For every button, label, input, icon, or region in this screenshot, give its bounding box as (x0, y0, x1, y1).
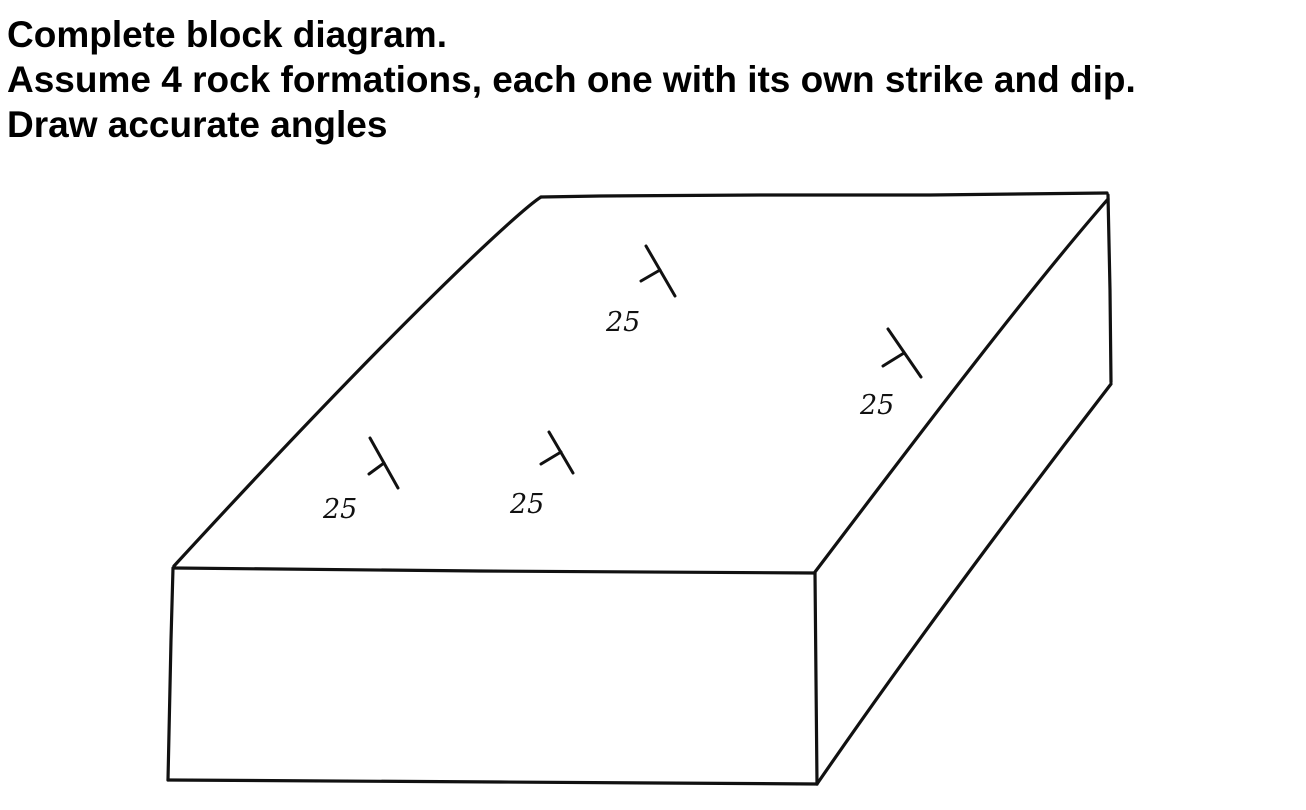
front-bottom-edge (166, 778, 819, 786)
front-right-edge (813, 571, 819, 786)
dip-tick (367, 461, 386, 476)
dip-angle-label: 25 (509, 489, 544, 520)
top-left-edge (172, 195, 543, 568)
instruction-line-2: Assume 4 rock formations, each one with … (7, 59, 1136, 100)
dip-tick (639, 268, 662, 283)
back-right-vertical-edge (1106, 193, 1113, 384)
instruction-line-3: Draw accurate angles (7, 104, 388, 145)
dip-angle-label: 25 (859, 390, 894, 421)
top-right-edge (813, 197, 1110, 574)
right-bottom-edge (815, 382, 1113, 786)
strike-dip-symbol-2: 25 (509, 430, 575, 520)
top-back-edge (539, 191, 1109, 199)
front-left-edge (166, 566, 175, 782)
dip-angle-label: 25 (605, 307, 640, 338)
top-front-edge (172, 566, 817, 575)
dip-tick (539, 450, 563, 466)
right-face (815, 195, 1111, 783)
top-face (173, 195, 1108, 572)
dip-tick (881, 351, 906, 368)
dip-angle-label: 25 (322, 494, 357, 525)
strike-dip-symbol-4: 25 (859, 327, 923, 421)
instruction-line-1: Complete block diagram. (7, 14, 447, 55)
strike-dip-symbol-3: 25 (605, 244, 677, 338)
instructions: Complete block diagram. Assume 4 rock fo… (7, 12, 1136, 147)
strike-dip-symbol-1: 25 (322, 436, 400, 525)
front-face (168, 568, 815, 783)
